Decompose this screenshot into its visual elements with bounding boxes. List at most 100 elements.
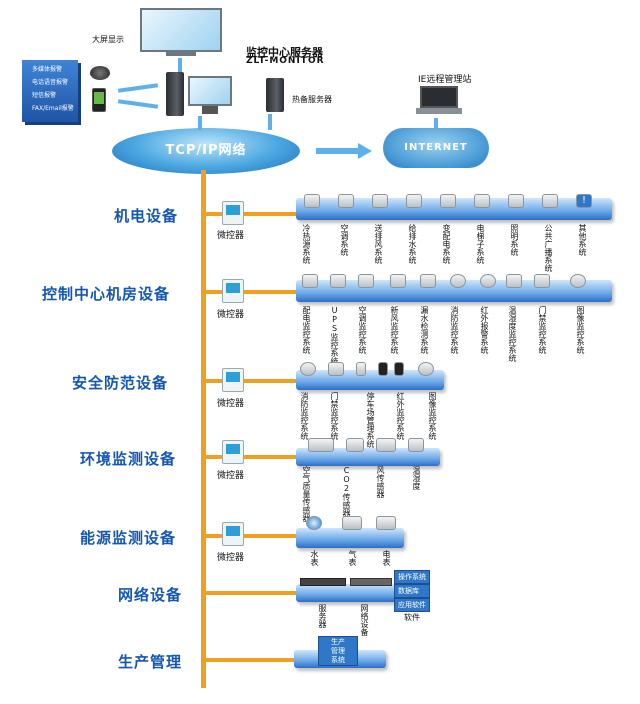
device-row (300, 362, 440, 382)
arrow-icon (268, 114, 272, 130)
device-icon (376, 516, 396, 530)
controller-label: 微控器 (217, 231, 245, 241)
device-label: 服务器 (318, 604, 327, 628)
alert-item: 电话语音报警 (32, 79, 69, 86)
arrow-icon (117, 99, 159, 109)
device-icon (508, 194, 524, 208)
category-label: 环境监测设备 (80, 450, 177, 468)
device-label: 其他系统 (578, 224, 587, 256)
alert-item: 多媒体报警 (32, 66, 63, 73)
device-icon (378, 362, 388, 376)
device-label: 送排风系统 (374, 224, 383, 264)
connector (206, 212, 296, 216)
device-label: UPS监控系统 (330, 306, 339, 365)
device-icon (420, 274, 436, 288)
controller-label: 微控器 (217, 471, 245, 481)
device-icon (474, 194, 490, 208)
connector (206, 591, 296, 595)
hot-server (266, 78, 284, 112)
device-platform (296, 584, 412, 602)
device-icon (390, 274, 406, 288)
connector (206, 658, 296, 662)
box-line: 系统 (331, 656, 345, 664)
device-label: 电梯子系统 (476, 224, 485, 264)
device-icon (342, 516, 362, 530)
alert-panel: 多媒体报警 电话语音报警 短信报警 FAX/Email报警 (22, 60, 78, 122)
device-row (300, 274, 600, 294)
device-label: 软件 (404, 613, 420, 622)
device-icon (372, 194, 388, 208)
software-item: 应用软件 (394, 598, 430, 612)
device-label: 温湿度监控系统 (508, 306, 517, 362)
device-label: 门禁监控系统 (330, 392, 339, 440)
tcp-ip-network: TCP/IP网络 (112, 128, 300, 174)
device-icon (300, 362, 316, 376)
switch-icon (350, 578, 392, 586)
device-platform (296, 280, 612, 302)
device-label: 网络设备 (360, 604, 369, 636)
device-label: 红外监控系统 (396, 392, 405, 440)
category-label: 能源监测设备 (80, 529, 177, 547)
connector (206, 290, 296, 294)
device-label: 冷热源系统 (302, 224, 311, 264)
big-screen-monitor (140, 8, 222, 56)
device-label: 给排水系统 (408, 224, 417, 264)
device-icon (304, 194, 320, 208)
device-icon (440, 194, 456, 208)
alert-item: 短信报警 (32, 92, 57, 99)
controller-icon (222, 279, 244, 303)
device-icon (450, 274, 466, 288)
device-icon (330, 274, 346, 288)
device-label: 气表 (348, 550, 357, 566)
category-label: 生产管理 (118, 653, 183, 671)
device-icon (306, 516, 322, 530)
alert-item: FAX/Email报警 (32, 105, 74, 112)
software-item: 操作系统 (394, 570, 430, 584)
device-platform (296, 528, 404, 548)
device-label: 空调系统 (340, 224, 349, 256)
main-bus (201, 170, 206, 688)
device-icon (406, 194, 422, 208)
box-line: 生产 (331, 638, 345, 646)
controller-icon (222, 201, 244, 225)
device-label: 照明系统 (510, 224, 519, 256)
monitor-subtitle: ZLT-MONITOR (246, 56, 325, 66)
device-icon (542, 194, 558, 208)
big-screen-label: 大屏显示 (92, 35, 124, 44)
connector (206, 455, 296, 459)
device-label: 停车场管理系统 (366, 392, 375, 448)
device-label: 门禁监控系统 (538, 306, 547, 354)
arrow-icon (198, 116, 202, 130)
device-label: 水表 (310, 550, 319, 566)
ie-station-label: IE远程管理站 (418, 75, 472, 85)
device-label: 公共广播系统 (544, 224, 553, 272)
device-label: CO2传感器 (342, 466, 351, 517)
speaker-icon (90, 66, 110, 80)
device-label: 变配电系统 (442, 224, 451, 264)
device-icon (328, 362, 344, 376)
device-icon (356, 362, 366, 376)
device-icon (534, 274, 550, 288)
device-label: 图像监控系统 (428, 392, 437, 440)
arrow-icon (178, 58, 182, 72)
device-row: ! (300, 194, 600, 214)
connector (206, 534, 296, 538)
device-label: 温湿度 (412, 466, 421, 490)
category-label: 安全防范设备 (72, 374, 169, 392)
controller-label: 微控器 (217, 553, 245, 563)
device-label: 空调监控系统 (358, 306, 367, 354)
device-icon (308, 438, 334, 452)
device-label: 配电监控系统 (302, 306, 311, 354)
device-icon (346, 438, 364, 452)
device-label: 消防监控系统 (300, 392, 309, 440)
software-stack: 操作系统 数据库 应用软件 (394, 570, 430, 612)
device-platform (296, 448, 440, 466)
category-label: 控制中心机房设备 (42, 285, 171, 303)
device-label: 风传感器 (376, 466, 385, 498)
info-icon: ! (576, 194, 592, 208)
arrow-icon (358, 143, 372, 159)
box-line: 管理 (331, 647, 345, 655)
hot-server-label: 热备服务器 (292, 95, 332, 104)
arrow-icon (117, 83, 159, 93)
device-icon (376, 438, 396, 452)
